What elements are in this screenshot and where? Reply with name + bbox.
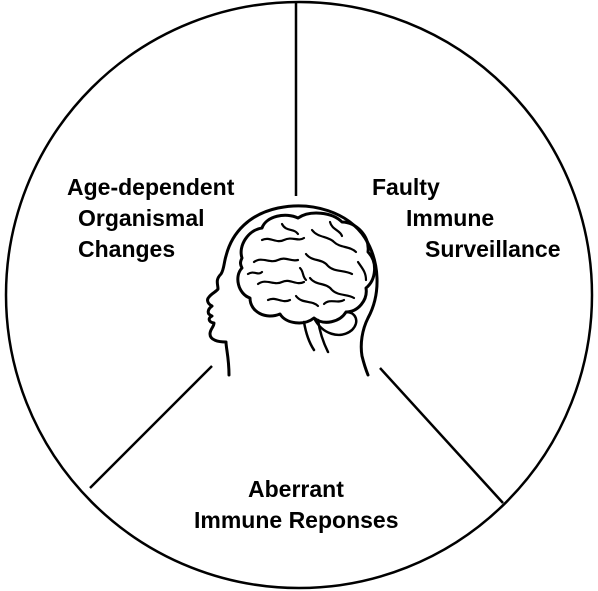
outer-circle [4, 0, 594, 590]
segment-label-aberrant-immune-responses: Aberrant Immune Reponses [194, 474, 448, 536]
segment-label-line: Immune Reponses [194, 507, 399, 533]
segment-label-age-dependent-organismal-changes: Age-dependent Organismal Changes [67, 172, 277, 265]
segment-label-line: Changes [78, 236, 176, 262]
divider-bottom-right [379, 367, 504, 504]
divider-bottom-left [89, 365, 213, 489]
segment-label-line: Age-dependent [67, 174, 235, 200]
human-head-brain-icon [206, 204, 379, 377]
segment-label-line: Faulty [372, 174, 440, 200]
segment-label-line: Organismal [78, 205, 205, 231]
segment-label-line: Aberrant [248, 476, 344, 502]
segment-label-line: Immune [406, 205, 495, 231]
segment-label-line: Surveillance [425, 236, 561, 262]
segment-label-faulty-immune-surveillance: Faulty Immune Surveillance [372, 172, 582, 265]
